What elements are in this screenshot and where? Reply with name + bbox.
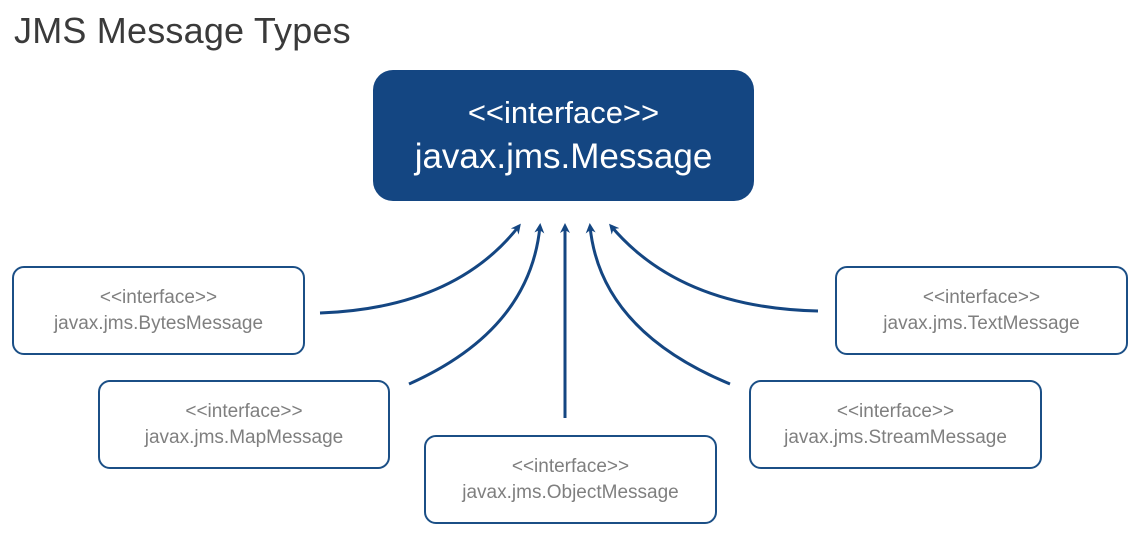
root-name: javax.jms.Message xyxy=(414,136,713,176)
object-name: javax.jms.ObjectMessage xyxy=(462,481,679,503)
object-stereotype: <<interface>> xyxy=(511,455,630,477)
root-stereotype: <<interface>> xyxy=(467,94,660,130)
bytes-stereotype: <<interface>> xyxy=(99,286,218,308)
stream-message-box: <<interface>> javax.jms.StreamMessage xyxy=(749,380,1042,469)
arrow-map-to-message xyxy=(408,223,545,386)
arrow-bytes-to-message xyxy=(319,223,521,315)
stream-stereotype: <<interface>> xyxy=(836,400,955,422)
map-stereotype: <<interface>> xyxy=(185,400,303,422)
page-title: JMS Message Types xyxy=(14,10,351,51)
bytes-message-box: <<interface>> javax.jms.BytesMessage xyxy=(12,266,305,355)
stream-name: javax.jms.StreamMessage xyxy=(784,426,1007,448)
text-name: javax.jms.TextMessage xyxy=(883,312,1080,334)
arrow-text-to-message xyxy=(609,223,819,313)
map-message-box: <<interface>> javax.jms.MapMessage xyxy=(98,380,390,469)
object-message-box: <<interface>> javax.jms.ObjectMessage xyxy=(424,435,717,524)
text-message-box: <<interface>> javax.jms.TextMessage xyxy=(835,266,1128,355)
arrow-stream-to-message xyxy=(585,223,731,386)
bytes-name: javax.jms.BytesMessage xyxy=(53,312,264,334)
text-stereotype: <<interface>> xyxy=(922,286,1041,308)
message-interface-box: <<interface>> javax.jms.Message xyxy=(373,70,754,201)
map-name: javax.jms.MapMessage xyxy=(144,426,344,448)
